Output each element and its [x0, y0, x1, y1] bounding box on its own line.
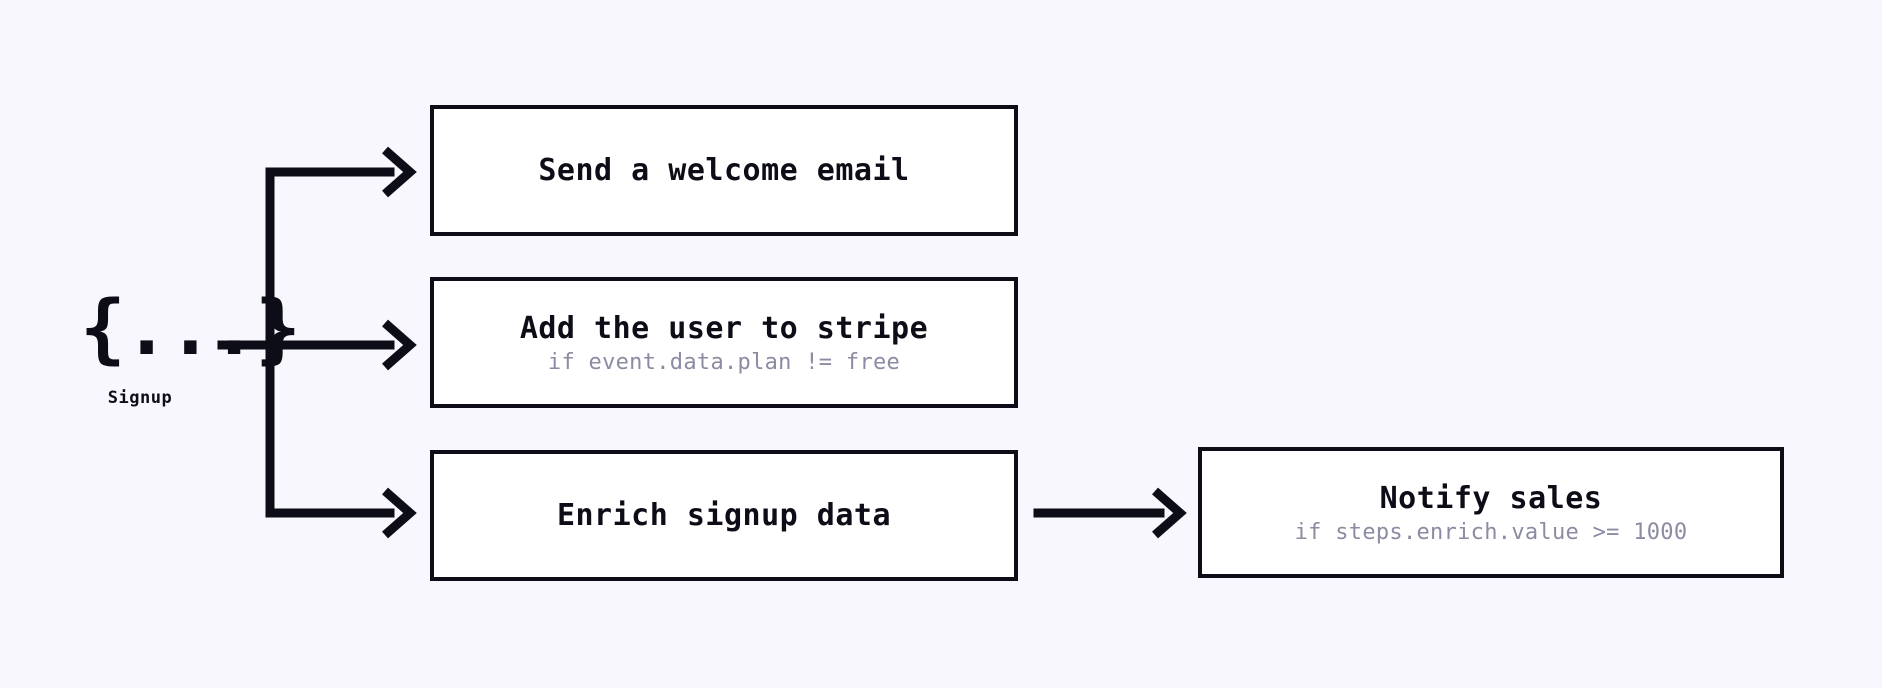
step-card-stripe[interactable]: Add the user to stripe if event.data.pla… [430, 277, 1018, 408]
trigger-label: Signup [107, 388, 173, 408]
arrowhead-welcome [382, 146, 417, 198]
step-title: Add the user to stripe [519, 310, 929, 346]
event-payload-icon: {...} [80, 283, 301, 372]
step-condition: if event.data.plan != free [547, 349, 901, 375]
step-title: Send a welcome email [538, 153, 910, 188]
step-condition: if steps.enrich.value >= 1000 [1294, 519, 1688, 545]
step-title: Enrich signup data [556, 498, 892, 533]
arrowhead-enrich [382, 487, 417, 539]
arrowhead-notify [1152, 487, 1187, 539]
trigger-node[interactable]: {...} Signup [80, 283, 301, 409]
step-card-enrich[interactable]: Enrich signup data [430, 450, 1018, 581]
step-card-notify[interactable]: Notify sales if steps.enrich.value >= 10… [1198, 447, 1784, 578]
step-card-welcome[interactable]: Send a welcome email [430, 105, 1018, 236]
arrowhead-stripe [382, 319, 417, 371]
step-title: Notify sales [1379, 480, 1603, 516]
